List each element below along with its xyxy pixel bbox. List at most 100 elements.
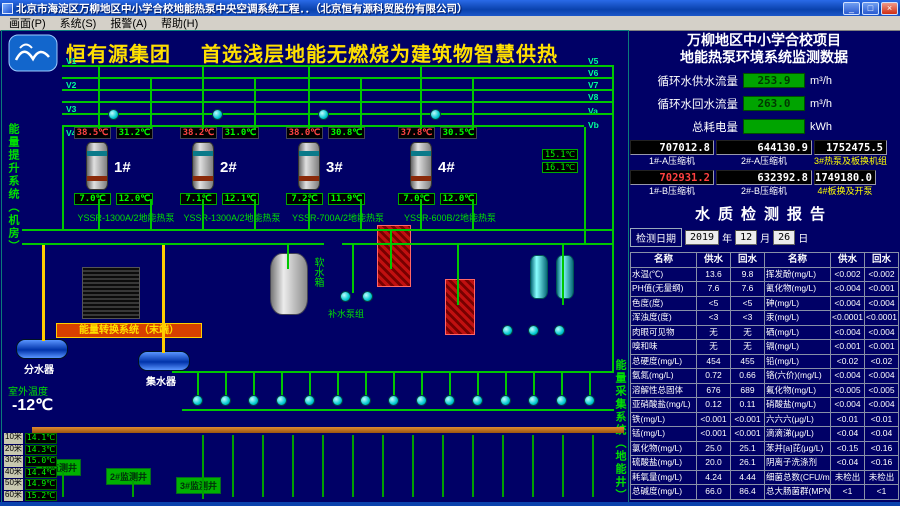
meter-label: 1#-A压缩机 [648, 156, 695, 166]
window-title: 北京市海淀区万柳地区中小学合校地能热泵中央空调系统工程．．（北京恒有源科贸股份有… [16, 2, 468, 15]
table-row: 硫酸盐(mg/L) 20.0 26.1 阴离子洗涤剂 <0.04 <0.16 [630, 455, 899, 471]
pump-icon [528, 325, 539, 336]
pump-icon [472, 395, 483, 406]
pipe [62, 101, 612, 103]
pipe [592, 435, 594, 497]
ground-bar [32, 427, 624, 433]
makeup-pumps-label: 补水泵组 [328, 309, 365, 319]
return-value: 无 [730, 324, 765, 340]
return-value: <0.01 [864, 411, 899, 427]
heat-pump-unit[interactable]: 38.0℃ 30.8℃ 3# 7.2℃ 11.9℃ YSSR-700A/2地能热… [284, 127, 392, 223]
date-month-field[interactable]: 12 [735, 230, 758, 245]
supply-value: <0.02 [830, 353, 865, 369]
pipe [502, 435, 504, 497]
return-value: <0.004 [864, 368, 899, 384]
pump-icon [388, 395, 399, 406]
depth-temp-display: 15.0℃ [24, 456, 58, 467]
return-value: <0.0001 [864, 310, 899, 326]
return-value: 未检出 [864, 469, 899, 485]
depth-temp-display: 14.4℃ [24, 467, 58, 478]
return-value: 0.11 [730, 397, 765, 413]
return-value: <0.04 [864, 426, 899, 442]
cond-temp-display: 12.0℃ [440, 193, 477, 205]
return-value: 26.1 [730, 455, 765, 471]
date-day-field[interactable]: 26 [773, 230, 796, 245]
pipe [561, 373, 563, 397]
menu-item[interactable]: 画面(P) [9, 18, 46, 30]
param-name: 嗅和味 [630, 339, 697, 355]
menu-item[interactable]: 帮助(H) [161, 18, 199, 30]
minimize-button[interactable]: _ [843, 1, 860, 15]
well-depth-row: 40米 14.4℃ [4, 467, 58, 478]
pipe [562, 245, 564, 305]
pump-icon [500, 395, 511, 406]
pipe [532, 435, 534, 497]
supply-value: 未检出 [830, 469, 865, 485]
supply-value: <3 [696, 310, 731, 326]
main-title: 恒有源集团首选浅层地能无燃烧为建筑物智慧供热 [66, 38, 558, 67]
return-value: <1 [864, 484, 899, 500]
pipe [150, 199, 152, 229]
date-label: 检测日期 [630, 228, 682, 247]
outdoor-temp-label: 室外温度 [8, 387, 48, 398]
panel-title-line1: 万柳地区中小学合校项目 [687, 32, 841, 48]
supply-value: <0.002 [830, 266, 865, 282]
pipe [254, 199, 256, 229]
menu-item[interactable]: 报警(A) [110, 18, 148, 30]
pipe [360, 77, 362, 129]
monitor-well-label[interactable]: 2#监测井 [106, 468, 152, 485]
return-value: <0.002 [864, 266, 899, 282]
pipe [505, 373, 507, 397]
supply-value: 7.6 [696, 281, 731, 297]
water-collector-label: 集水器 [146, 377, 176, 388]
heat-pump-unit[interactable]: 37.8℃ 30.5℃ 4# 7.0℃ 12.0℃ YSSR-600B/2地能热… [396, 127, 504, 223]
supply-value: <0.04 [830, 426, 865, 442]
table-row: 总硬度(mg/L) 454 455 铅(mg/L) <0.02 <0.02 [630, 353, 899, 369]
menu-item[interactable]: 系统(S) [59, 18, 97, 30]
pipe [292, 435, 294, 497]
panel-title: 万柳地区中小学合校项目 地能热泵环境系统监测数据 [630, 31, 898, 66]
evap-temp-display: 7.0℃ [398, 193, 435, 205]
param-name: 铬(六价)(mg/L) [764, 368, 831, 384]
meter-label: 1#-B压缩机 [648, 186, 695, 196]
param-name: 氨氮(mg/L) [630, 368, 697, 384]
flow-readouts: 循环水供水流量 253.9 m³/h 循环水回水流量 263.0 m³/h 总耗… [630, 69, 898, 138]
valve-label: V7 [588, 80, 599, 90]
pipe [42, 245, 45, 341]
heat-pump-unit[interactable]: 38.2℃ 31.0℃ 2# 7.1℃ 12.1℃ YSSR-1300A/2地能… [178, 127, 286, 223]
well-depth-list: 10米 14.1℃ 20米 14.3℃ 30米 15.0℃ 40米 [4, 432, 58, 506]
pipe [62, 113, 612, 115]
table-row: 锰(mg/L) <0.001 <0.001 滴滴涕(μg/L) <0.04 <0… [630, 426, 899, 442]
meter-label: 3#热泵及板换机组 [814, 156, 888, 166]
supply-temp-display: 38.0℃ [286, 127, 323, 139]
close-button[interactable]: × [881, 1, 898, 15]
water-quality-table: 名称供水回水名称供水回水 水温(℃) 13.6 9.8 挥发酚(mg/L) <0… [630, 252, 899, 500]
return-temp-display: 30.5℃ [440, 127, 477, 139]
param-name: 锰(mg/L) [630, 426, 697, 442]
column-header: 回水 [730, 252, 765, 268]
monitor-well-label[interactable]: 3#监测井 [176, 477, 222, 494]
water-separator-icon [16, 339, 68, 359]
pipe [232, 435, 234, 497]
energy-meter-display: 632392.8 [716, 170, 812, 185]
maximize-button[interactable]: □ [862, 1, 879, 15]
date-year-field[interactable]: 2019 [685, 230, 720, 245]
table-row: 色度(度) <5 <5 砷(mg/L) <0.004 <0.004 [630, 295, 899, 311]
pump-icon [554, 325, 565, 336]
pump-icon [276, 395, 287, 406]
return-value: <0.001 [730, 426, 765, 442]
day-unit: 日 [798, 234, 809, 245]
pipe [202, 435, 204, 497]
heat-pump-unit[interactable]: 38.5℃ 31.2℃ 1# 7.0℃ 12.0℃ YSSR-1300A/2地能… [72, 127, 180, 223]
pipe [62, 89, 612, 91]
cond-temp-display: 12.0℃ [116, 193, 153, 205]
flow-value-display: 253.9 [743, 73, 805, 88]
compressor-cylinder-icon [410, 142, 432, 190]
depth-label: 50米 [4, 478, 23, 490]
meter-label: 4#板换及开泵 [817, 186, 873, 196]
unit-model-label: YSSR-1300A/2地能热泵 [183, 213, 281, 223]
pipe [262, 435, 264, 497]
param-name: 硒(mg/L) [764, 324, 831, 340]
supply-value: <0.15 [830, 440, 865, 456]
